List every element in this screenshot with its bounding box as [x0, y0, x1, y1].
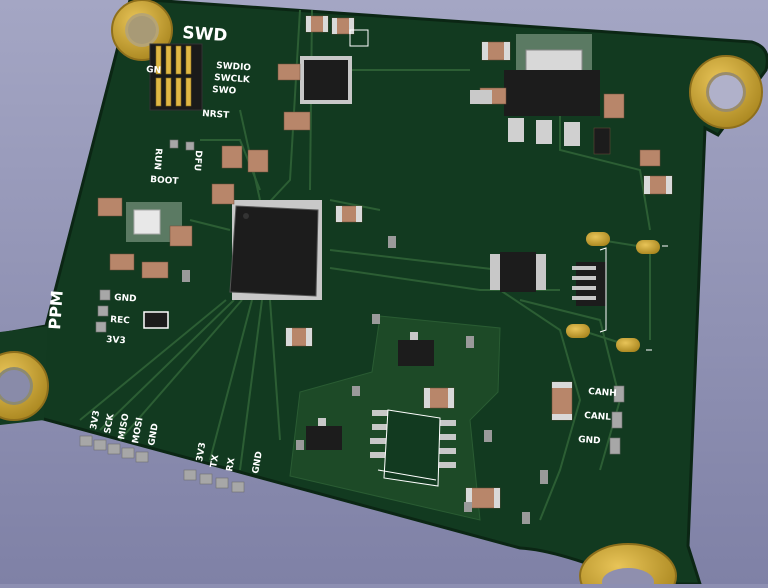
mounting-hole-top-right — [689, 55, 763, 129]
power-ic — [370, 409, 456, 487]
usb-chip — [300, 56, 352, 104]
label-spi-mosi: MOSI — [131, 417, 145, 445]
transistor-1 — [398, 332, 434, 366]
label-uart-3v3: 3V3 — [195, 442, 208, 463]
transistor-2 — [306, 418, 342, 450]
label-swclk: SWCLK — [214, 73, 251, 86]
label-uart-rx: RX — [225, 457, 237, 472]
mounting-hole-bottom-left — [0, 351, 49, 421]
label-spi-gnd: GND — [147, 423, 161, 447]
can-transceiver — [490, 252, 546, 292]
label-uart-gnd: GND — [251, 451, 265, 475]
silkscreen-outlines — [349, 29, 668, 481]
label-gnd-swd: GN — [146, 65, 162, 76]
voltage-regulator — [504, 34, 600, 146]
label-spi-3v3: 3V3 — [89, 410, 102, 431]
mounting-hole-bottom-right — [579, 543, 677, 588]
label-can-gnd: GND — [578, 435, 601, 447]
label-canh: CANH — [588, 387, 617, 399]
usb-connector — [566, 232, 660, 352]
test-pads — [79, 139, 625, 493]
label-swd: SWD — [182, 23, 228, 46]
smd-passives — [97, 15, 673, 524]
label-spi-sck: SCK — [103, 412, 117, 435]
label-boot: BOOT — [150, 175, 180, 187]
label-ppm-3v3: 3V3 — [106, 335, 126, 346]
status-led — [143, 311, 169, 329]
silkscreen-labels: SWD SWDIO SWCLK SWO NRST GN RUN DFU BOOT… — [45, 23, 617, 474]
label-ppm-gnd: GND — [114, 293, 137, 305]
label-run: RUN — [151, 148, 162, 170]
label-spi-miso: MISO — [117, 412, 131, 440]
label-ppm: PPM — [45, 290, 67, 331]
label-uart-tx: TX — [209, 454, 221, 469]
label-dfu: DFU — [192, 150, 203, 172]
label-swdio: SWDIO — [216, 61, 252, 73]
label-ppm-rec: REC — [110, 315, 131, 326]
label-nrst: NRST — [202, 109, 231, 121]
label-swo: SWO — [212, 85, 237, 97]
label-canl: CANL — [584, 411, 612, 423]
swd-header — [149, 43, 203, 111]
mcu-chip — [229, 200, 322, 300]
